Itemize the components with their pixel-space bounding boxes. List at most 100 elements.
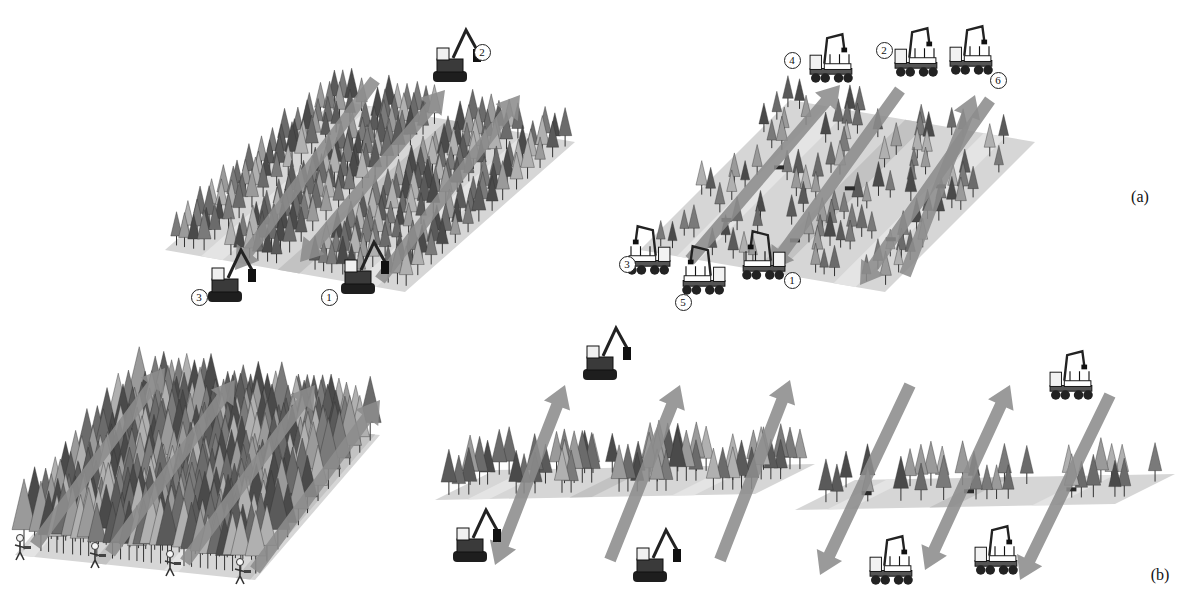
conifer-tree [753,205,763,234]
callout-number: 3 [191,289,208,306]
conifer-tree [461,447,477,494]
conifer-tree [767,119,777,148]
conifer-tree [294,124,308,164]
forwarder-machine [742,231,785,279]
conifer-tree [811,243,821,272]
forwarder-machine [810,34,853,82]
travel-arrow [180,385,315,566]
conifer-tree [245,169,258,208]
conifer-tree [829,245,839,276]
conifer-tree [222,193,234,229]
conifer-tree [706,167,716,196]
forwarder-machine [1050,351,1093,399]
conifer-tree [886,170,895,197]
panel-b-forwarding [795,351,1175,584]
conifer-tree [179,213,191,248]
callout-number: 4 [784,52,801,69]
conifer-tree [748,235,757,262]
conifer-tree [867,211,876,238]
forwarder-machine [682,246,725,294]
conifer-tree [839,192,848,219]
conifer-tree [991,465,1003,499]
harvester-machine [633,530,681,582]
conifer-tree [680,210,689,236]
travel-arrow [300,90,445,262]
conifer-tree [197,210,211,251]
conifer-tree [774,439,787,479]
forwarder-machine [950,26,993,74]
conifer-tree [188,214,200,249]
conifer-tree [794,79,804,109]
conifer-tree [921,147,930,174]
conifer-tree [915,463,928,500]
callout-number: 6 [990,72,1007,89]
conifer-tree [873,162,885,196]
conifer-tree [1109,460,1121,496]
conifer-tree [283,212,297,252]
conifer-tree [798,181,808,212]
chainsaw-worker [235,559,251,585]
conifer-tree [320,185,332,220]
conifer-tree [862,182,871,209]
conifer-tree [233,180,246,218]
conifer-tree [772,91,782,119]
chainsaw-worker [90,543,106,569]
conifer-tree [425,229,437,264]
conifer-tree [463,201,474,233]
callout-number: 5 [675,294,692,311]
conifer-tree [727,170,737,200]
conifer-tree [521,138,535,178]
travel-arrow [375,95,520,284]
harvester-machine [341,242,389,294]
conifer-tree [830,464,843,502]
conifer-tree [156,496,179,565]
conifer-tree [510,152,523,189]
conifer-tree [791,167,801,197]
conifer-tree [295,207,307,242]
conifer-tree [535,137,546,168]
panel-b-harvesting [435,328,815,582]
panel-label: (b) [1149,566,1172,584]
conifer-tree [759,103,769,132]
conifer-tree [450,212,461,243]
conifer-tree [558,108,571,147]
conifer-tree [1002,465,1014,499]
travel-arrow [860,97,995,285]
conifer-tree [819,459,834,502]
ground-plane [165,100,575,292]
callout-number: 2 [474,44,491,61]
conifer-tree [696,161,708,195]
callout-number: 1 [321,289,338,306]
travel-arrow [30,368,165,549]
conifer-tree [936,455,951,500]
forwarder-machine [870,536,913,584]
forwarder-machine [627,226,670,274]
conifer-tree [656,220,665,246]
harvester-machine [583,328,631,380]
conifer-tree [326,240,337,272]
conifer-tree [893,456,908,501]
conifer-tree [981,465,993,499]
conifer-tree [879,136,890,167]
conifer-tree [826,142,837,173]
conifer-tree [486,176,498,211]
conifer-tree [856,205,867,237]
travel-arrow [490,385,570,565]
harvester-machine [453,510,501,562]
travel-arrow [817,382,916,575]
panel-a-harvesting [165,30,575,302]
conifer-tree [88,503,106,557]
conifer-tree [224,217,237,255]
conifer-tree [668,221,677,248]
conifer-tree [955,177,966,210]
panel-b-initial-stand [12,347,381,584]
conifer-tree [820,112,830,143]
conifer-tree [905,167,917,201]
conifer-tree [728,227,739,258]
chainsaw-worker [165,551,181,577]
conifer-tree [783,76,794,107]
conifer-tree [994,145,1003,172]
conifer-tree [739,231,749,260]
harvester-machine [208,250,256,302]
